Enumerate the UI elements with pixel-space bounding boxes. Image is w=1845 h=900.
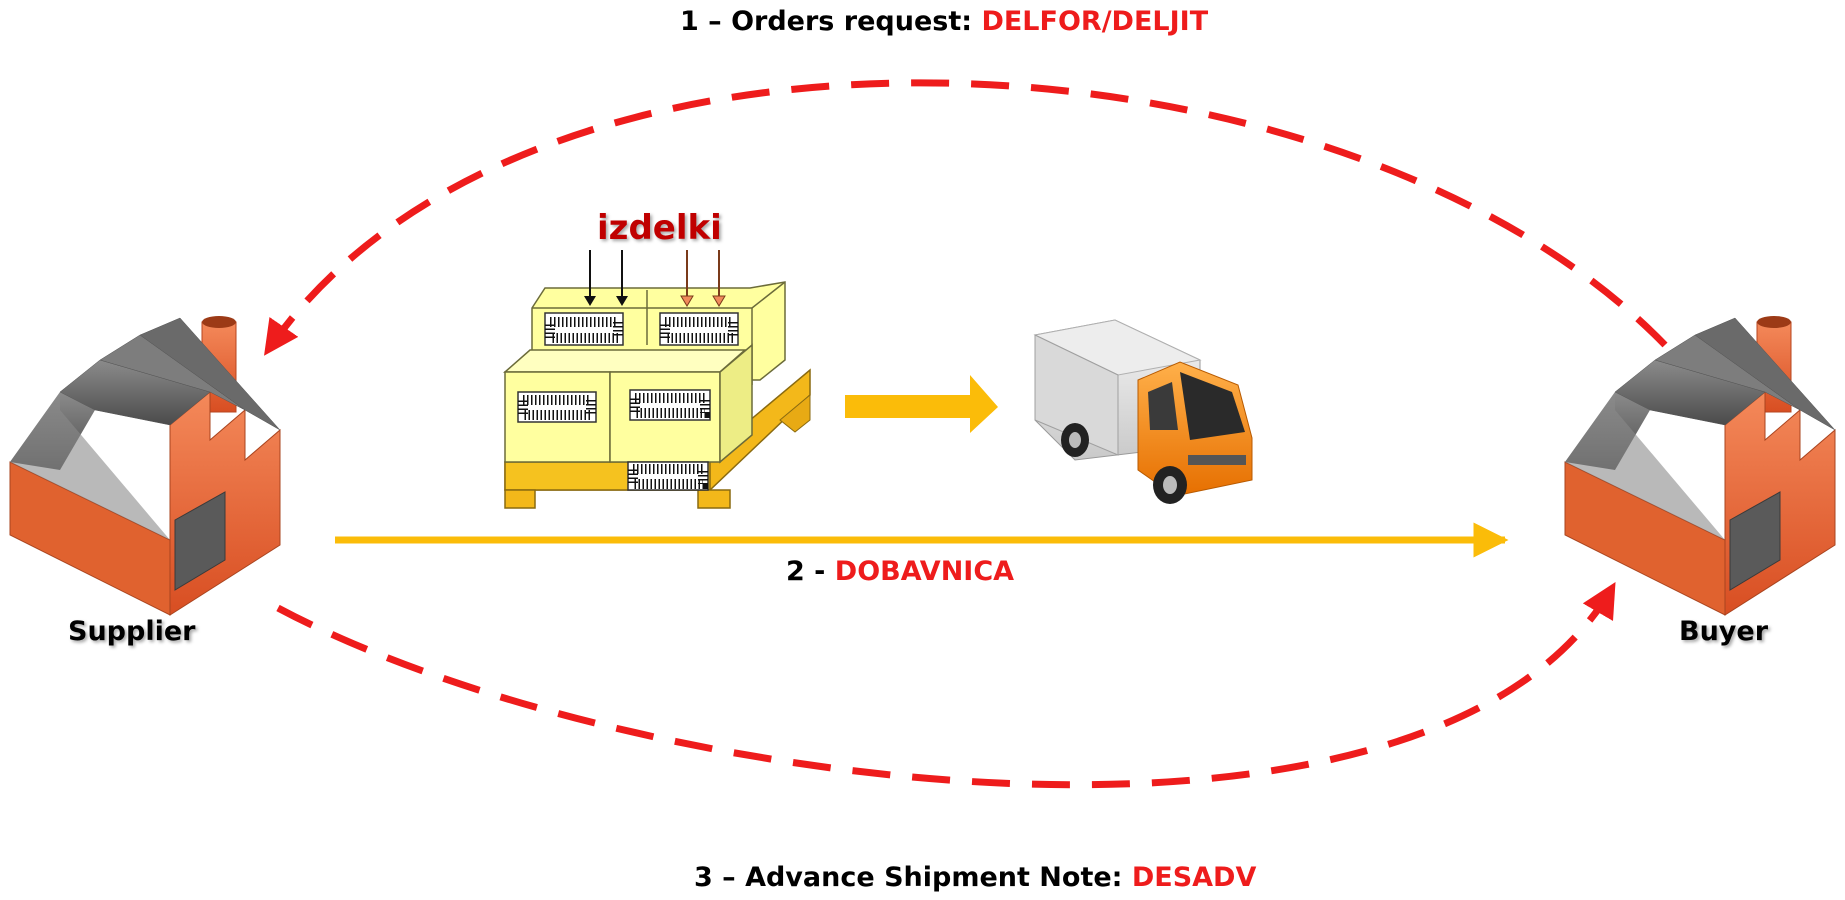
pallet-boxes-icon xyxy=(503,250,811,509)
barcode-icon xyxy=(659,312,739,346)
barcode-icon xyxy=(544,312,624,346)
supplier-label: Supplier xyxy=(68,616,196,647)
supplier-factory-icon xyxy=(9,315,281,616)
scan-arrows xyxy=(584,250,726,307)
advance-shipment-arrow xyxy=(276,581,1616,789)
barcode-icon xyxy=(627,461,709,491)
truck-icon xyxy=(1033,319,1253,504)
barcode-icon xyxy=(629,389,711,421)
orders-request-label: 1 – Orders request: DELFOR/DELJIT xyxy=(680,6,1209,37)
delivery-note-label: 2 - DOBAVNICA xyxy=(786,556,1015,587)
load-arrow xyxy=(845,375,998,433)
barcode-icon xyxy=(517,391,597,423)
advance-shipment-label: 3 – Advance Shipment Note: DESADV xyxy=(694,862,1257,893)
goods-label: izdelki xyxy=(597,208,722,248)
orders-request-arrow xyxy=(264,79,1668,356)
buyer-label: Buyer xyxy=(1679,616,1769,647)
buyer-factory-icon xyxy=(1564,315,1836,616)
